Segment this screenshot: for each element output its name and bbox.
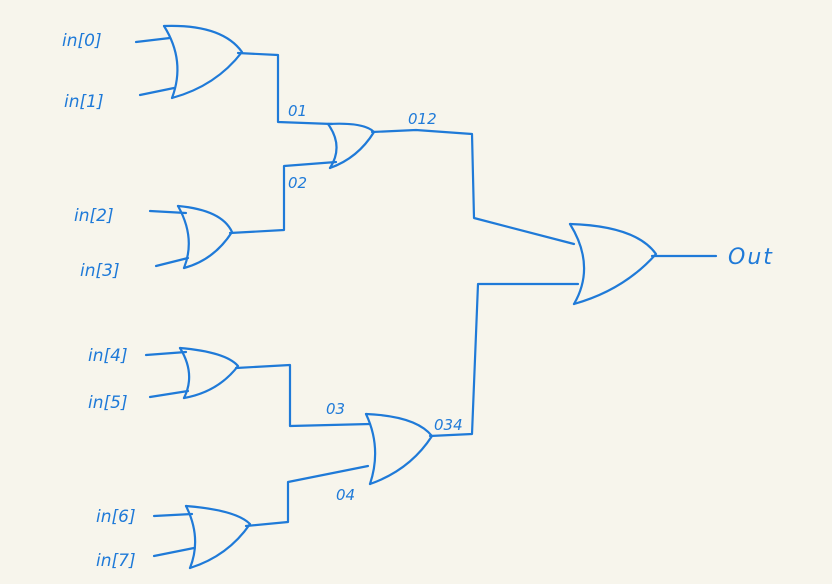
or-gate-12-back [326,122,338,170]
wire-in4 [144,350,188,357]
or-gate-34 [364,412,434,486]
wire-in6 [152,512,194,518]
label-in2: in[2] [74,206,114,226]
or-gate-1-back [162,24,179,100]
label-034: 034 [434,416,463,434]
label-02: 02 [288,174,307,192]
wire-02 [228,160,338,235]
wire-012 [370,128,576,246]
wire-in1 [138,86,176,97]
or-gate-1-body [162,24,244,100]
wire-in5 [148,389,190,399]
or-gate-1 [162,24,244,100]
label-in7: in[7] [96,551,136,571]
wire-in0 [134,36,172,44]
wire-in7 [152,546,196,558]
or-gate-4-body [184,504,252,570]
label-03: 03 [326,400,345,418]
wire-04 [244,464,370,528]
label-01: 01 [288,102,307,120]
wire-in2 [148,209,188,215]
wire-03 [234,363,372,428]
label-04: 04 [336,486,355,504]
or-gate-4-back [184,504,197,570]
label-in6: in[6] [96,507,136,527]
label-in1: in[1] [64,92,104,112]
label-in5: in[5] [88,393,128,413]
or-gate-3-body [178,346,240,400]
label-out: Out [728,245,774,270]
label-in0: in[0] [62,31,102,51]
label-in4: in[4] [88,346,128,366]
wire-034 [428,282,580,438]
label-in3: in[3] [80,261,120,281]
or-gate-final [568,222,658,306]
or-gate-4 [184,504,252,570]
or-gate-34-back [364,412,377,486]
wire-01 [236,51,334,126]
or-gate-final-body [568,222,658,306]
wire-in3 [154,256,190,268]
or-gate-final-back [568,222,586,306]
label-012: 012 [408,110,437,128]
